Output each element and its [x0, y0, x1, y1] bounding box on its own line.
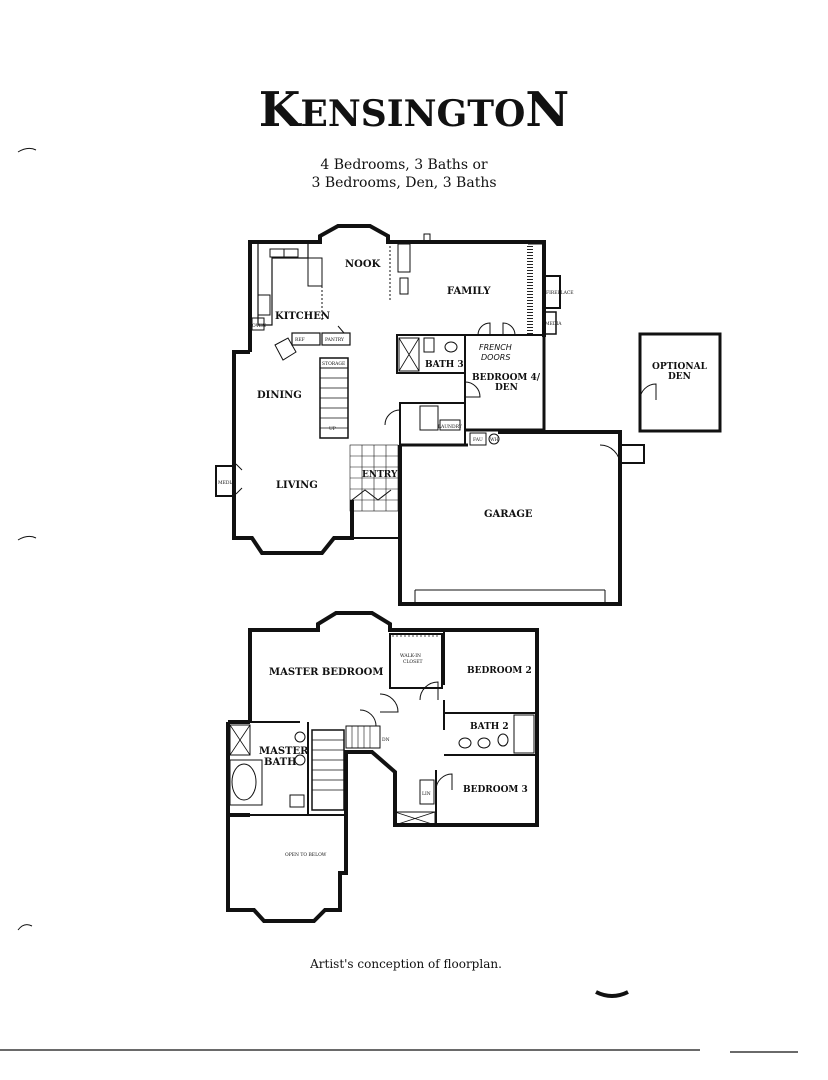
room-label-master-bath: BATH: [264, 757, 297, 768]
room-label-optional: OPTIONAL: [652, 362, 708, 372]
exterior-wall-living: [232, 350, 354, 555]
second-floor-exterior: [226, 611, 539, 923]
garage-side-door: [619, 444, 645, 464]
floorplan-caption: Artist's conception of floorplan.: [310, 957, 502, 971]
garage-walls: [398, 430, 622, 606]
scan-marks: [0, 147, 798, 1053]
room-label-bedroom4: BEDROOM 4/: [472, 373, 541, 383]
toilet: [444, 341, 458, 353]
label-ref: REF: [295, 337, 305, 343]
room-label-garage: GARAGE: [484, 509, 533, 520]
furnace: [469, 432, 487, 446]
handwritten-doors: DOORS: [481, 353, 510, 362]
water-heater: [488, 433, 500, 445]
room-label-dining: DINING: [257, 390, 302, 401]
nook-desk: [397, 243, 411, 273]
title-middle: ENSINGTO: [300, 93, 526, 135]
french-door-left: [477, 322, 491, 336]
label-storage: STORAGE: [322, 361, 345, 367]
handwritten-french: FRENCH: [479, 343, 512, 352]
first-floor-plan: [215, 224, 722, 606]
room-label-bedroom3: BEDROOM 3: [463, 785, 528, 795]
refrigerator: [291, 332, 321, 346]
media-niche: [543, 311, 557, 335]
label-laundry: LAUNDRY: [438, 424, 463, 430]
label-pantry: PANTRY: [325, 337, 345, 343]
master-shower: [229, 724, 251, 756]
room-label-master: MASTER: [259, 746, 309, 757]
plan-title: KENSINGTON: [0, 80, 828, 144]
room-label-master-bedroom: MASTER BEDROOM: [269, 667, 383, 678]
laundry-walls: [399, 402, 466, 446]
room-label-bedroom2: BEDROOM 2: [467, 666, 532, 676]
exterior-wall-upper: [248, 224, 546, 352]
label-media-family: MEDIA: [545, 321, 562, 327]
storage-under-stairs: [319, 357, 349, 369]
room-label-entry: ENTRY: [362, 470, 398, 480]
bath2-tub: [513, 714, 535, 754]
label-fireplace: FIREPLACE: [546, 290, 574, 296]
entry-tile: [349, 444, 399, 512]
walkin-closet: [389, 633, 443, 689]
title-last-letter: N: [525, 82, 570, 138]
subtitle-line-2: 3 Bedrooms, Den, 3 Baths: [311, 175, 497, 191]
label-media-living: MEDIA: [218, 480, 235, 486]
french-door-right: [502, 322, 516, 336]
label-oven: OVEN: [252, 323, 266, 329]
room-label-optional-den: DEN: [668, 372, 691, 382]
master-tub: [229, 759, 263, 806]
second-floor-plan: [226, 611, 539, 923]
label-wh: WH: [490, 437, 499, 443]
room-label-bath2: BATH 2: [470, 722, 509, 732]
pantry: [321, 332, 351, 346]
label-walkin: WALK-IN: [400, 653, 421, 659]
label-open-to-below: OPEN TO BELOW: [285, 852, 327, 858]
optional-den-walls: [638, 332, 722, 433]
second-floor-labels: MASTER BEDROOM BEDROOM 2 BATH 2 MASTER B…: [259, 653, 532, 858]
room-label-kitchen: KITCHEN: [275, 311, 330, 322]
room-label-family: FAMILY: [447, 286, 491, 297]
cooktop: [257, 294, 271, 316]
shower: [398, 337, 420, 372]
room-label-bath3: BATH 3: [425, 360, 464, 370]
label-fau: FAU: [473, 437, 483, 443]
subtitle-line-1: 4 Bedrooms, 3 Baths or: [320, 157, 488, 173]
label-linen: LIN: [422, 791, 431, 797]
label-dn: DN: [382, 737, 390, 743]
kitchen-angled-door: [274, 337, 297, 361]
label-up: UP: [329, 426, 336, 432]
fireplace: [543, 275, 561, 309]
first-floor-labels: NOOK FAMILY KITCHEN DINING LIVING ENTRY …: [218, 259, 708, 520]
oven: [251, 317, 265, 331]
label-closet: CLOSET: [403, 659, 423, 665]
room-label-nook: NOOK: [345, 259, 381, 270]
kitchen-island: [307, 257, 323, 287]
room-label-den: DEN: [495, 383, 518, 393]
living-media-niche: [215, 465, 235, 497]
title-first-letter: K: [258, 82, 301, 138]
room-label-living: LIVING: [276, 480, 318, 491]
